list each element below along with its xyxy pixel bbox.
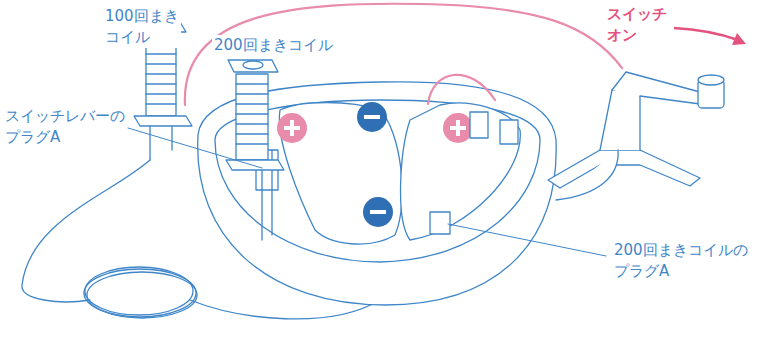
polarity-mark — [277, 102, 473, 227]
leader-line — [128, 128, 606, 256]
switch — [548, 72, 724, 200]
part-label: 200回まきコイル — [212, 35, 335, 56]
lead-wire — [185, 4, 622, 105]
part-label: スイッチレバーの プラグA — [3, 106, 127, 148]
part-label: スイッチ オン — [605, 4, 669, 46]
part-label: 200回まきコイルの プラグA — [612, 240, 750, 282]
plug — [256, 112, 518, 240]
switch-arrow — [674, 28, 746, 45]
battery — [279, 103, 520, 245]
part-label: 100回まき コイル — [103, 6, 181, 48]
coil-200 — [226, 60, 284, 170]
